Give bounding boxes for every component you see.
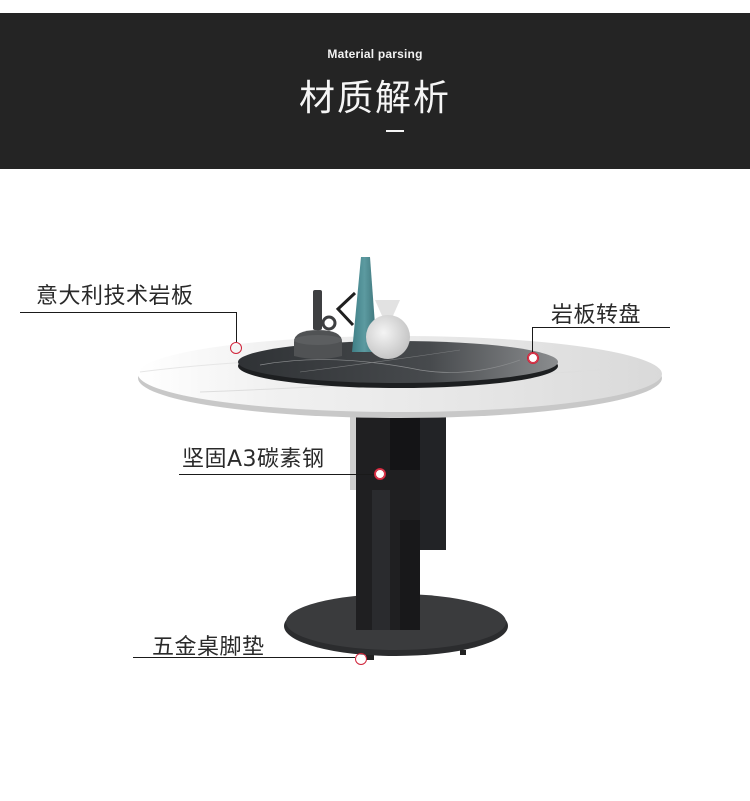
- callout-marker-dot: [355, 653, 367, 665]
- callout-label-a3-carbon-steel: 坚固A3碳素钢: [182, 447, 325, 472]
- callout-leader-line: [179, 474, 374, 475]
- section-header-banner: Material parsing 材质解析: [0, 13, 750, 169]
- callout-marker-dot: [527, 352, 539, 364]
- callout-leader-line: [532, 327, 533, 353]
- callout-label-slab-turntable: 岩板转盘: [551, 303, 642, 328]
- section-title-zh: 材质解析: [298, 78, 451, 119]
- callout-leader-line: [532, 327, 670, 328]
- dining-table-illustration: [138, 257, 662, 660]
- callout-label-italian-slab: 意大利技术岩板: [36, 284, 194, 309]
- product-scene: 意大利技术岩板 岩板转盘 坚固A3碳素钢 五金桌脚垫: [0, 169, 750, 801]
- callout-leader-line: [236, 312, 237, 342]
- callout-marker-dot: [230, 342, 242, 354]
- callout-leader-line: [133, 657, 355, 658]
- callout-label-hardware-foot-pad: 五金桌脚垫: [152, 635, 265, 660]
- title-divider: [386, 130, 404, 132]
- callout-leader-line: [20, 312, 237, 313]
- section-subtitle-en: Material parsing: [327, 47, 423, 61]
- callout-marker-dot: [374, 468, 386, 480]
